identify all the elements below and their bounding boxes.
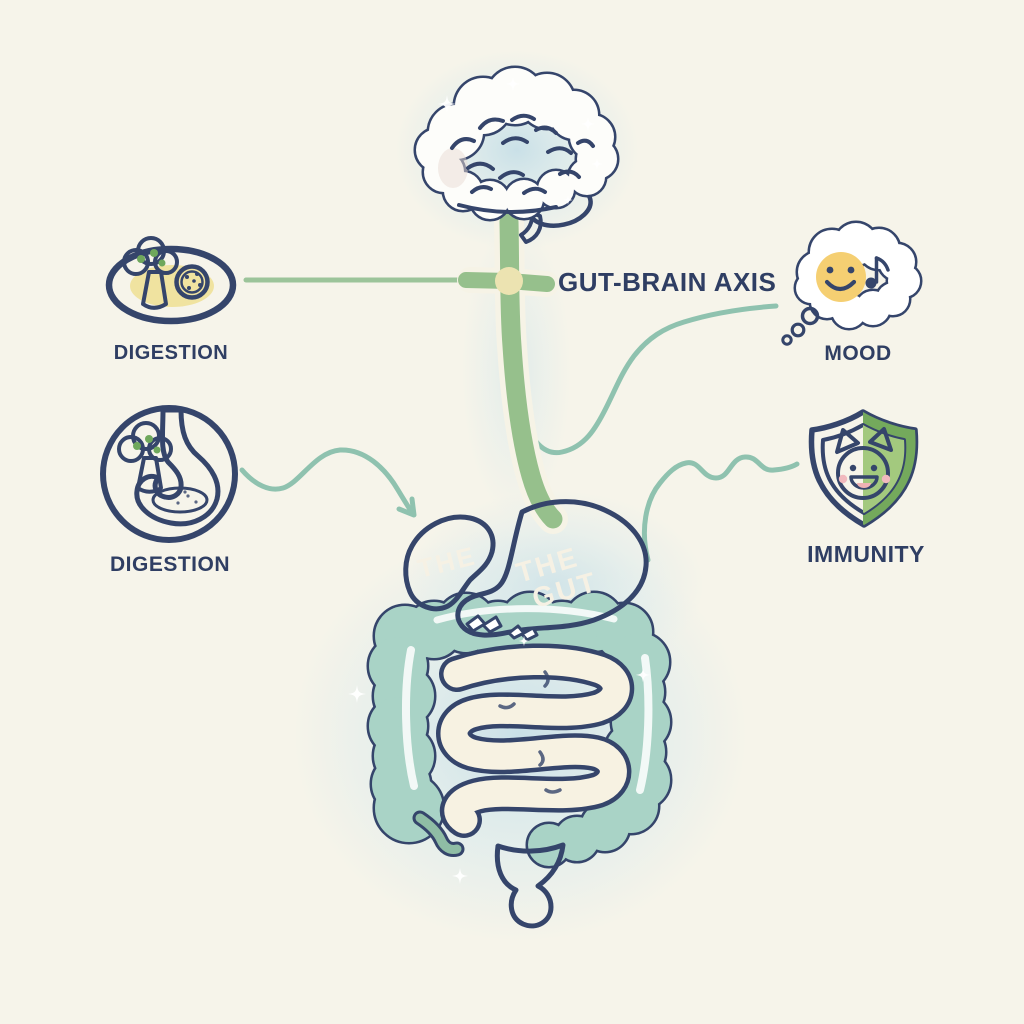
mood-label: MOOD [824, 342, 891, 365]
smiley-face-icon [816, 252, 866, 302]
stomach-circle-icon [100, 405, 238, 543]
brain-shading [438, 148, 468, 188]
food-plate-icon [105, 236, 237, 325]
broccoli-icon [117, 421, 173, 494]
immunity-label: IMMUNITY [807, 541, 925, 567]
bump [538, 171, 574, 207]
brain-folds [450, 113, 595, 214]
neuron-node [495, 267, 523, 295]
green-organ-shape [403, 514, 496, 612]
bubble-trail-dot [781, 334, 793, 346]
immunity-callout: IMMUNITY [807, 409, 925, 567]
churn-bits [465, 614, 539, 642]
intestine-folds [498, 670, 562, 794]
small-intestine [436, 643, 635, 838]
vagus-nerve-connector [457, 207, 568, 534]
thought-bubble-icon [781, 220, 923, 346]
bubble-trail-dot [800, 306, 820, 326]
broccoli-icon [122, 236, 179, 310]
salami-icon [174, 264, 210, 300]
immunity-shield-icon [808, 409, 919, 528]
chyme [151, 486, 209, 514]
brain-icon [413, 65, 620, 244]
plate [105, 245, 237, 325]
smile [824, 279, 857, 292]
appendix [415, 813, 462, 854]
digestion-food-callout: DIGESTION [105, 236, 237, 364]
stomach-shape [134, 407, 221, 527]
music-note-icon [865, 256, 890, 289]
mood-callout: MOOD [781, 220, 923, 365]
bump [569, 159, 605, 195]
connector-lines [239, 277, 800, 563]
shield-inner-right [863, 425, 905, 513]
connector-mood-line [517, 303, 779, 456]
connector-immunity-line [641, 454, 800, 563]
rectum [494, 842, 566, 929]
axis-title: GUT-BRAIN AXIS [558, 267, 776, 297]
arrowhead [396, 496, 417, 518]
cat-face-icon [835, 427, 893, 500]
digestion-food-label: DIGESTION [114, 342, 229, 364]
tongue [857, 483, 871, 488]
digestion-stomach-callout: DIGESTION [100, 405, 238, 576]
bubble-trail-dot [790, 322, 806, 338]
digestion-stomach-label: DIGESTION [110, 553, 230, 576]
connector-stomach-arrow [239, 447, 417, 518]
